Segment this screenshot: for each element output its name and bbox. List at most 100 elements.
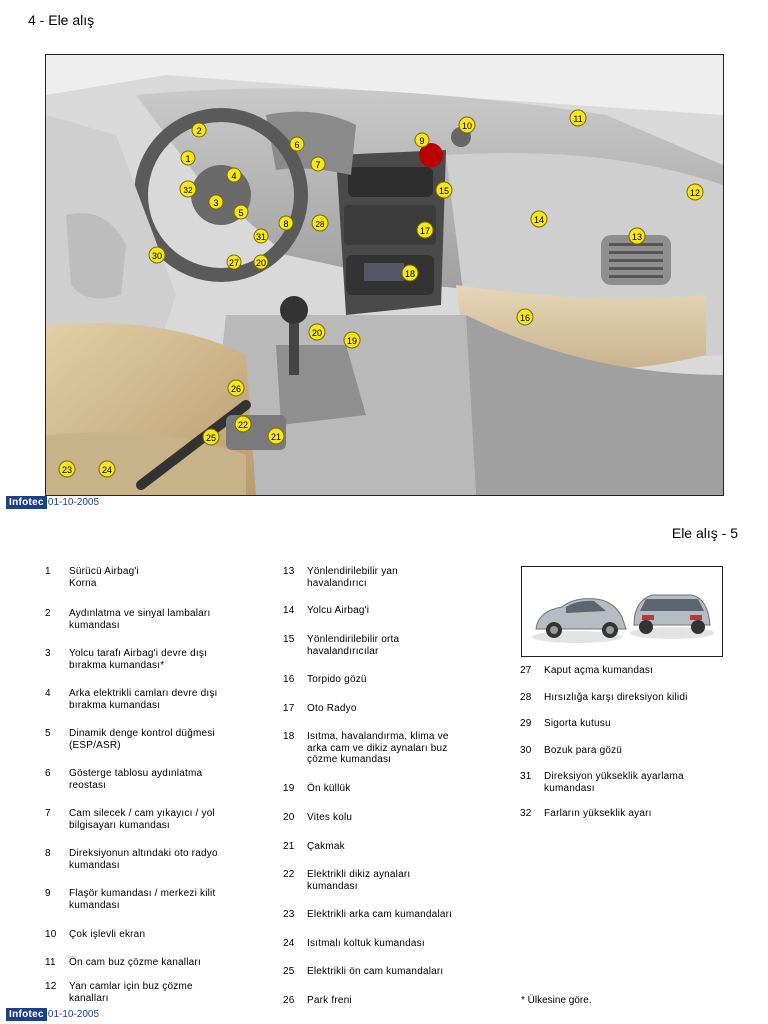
svg-text:25: 25: [206, 433, 216, 443]
callout-marker: 27: [226, 254, 242, 270]
callout-marker: 31: [253, 228, 269, 244]
svg-text:19: 19: [347, 336, 357, 346]
svg-text:21: 21: [271, 432, 281, 442]
page-title-left: 4 - Ele alış: [28, 12, 95, 28]
page-title-right: Ele alış - 5: [671, 525, 738, 541]
brand-badge: Infotec: [6, 1008, 47, 1021]
svg-text:2: 2: [196, 126, 201, 136]
svg-text:20: 20: [256, 258, 266, 268]
callout-marker: 16: [516, 308, 534, 326]
svg-text:3: 3: [213, 198, 218, 208]
callout-marker: 9: [414, 132, 430, 148]
svg-text:13: 13: [632, 232, 642, 242]
svg-text:30: 30: [152, 251, 162, 261]
svg-text:12: 12: [690, 188, 700, 198]
svg-text:28: 28: [316, 220, 325, 229]
callout-marker: 19: [343, 331, 361, 349]
callout-marker: 26: [227, 379, 245, 397]
callout-marker: 21: [267, 427, 285, 445]
svg-text:24: 24: [102, 465, 112, 475]
brand-badge: Infotec: [6, 496, 47, 509]
callout-marker: 32: [179, 180, 197, 198]
svg-text:17: 17: [420, 226, 430, 236]
callout-marker: 2: [191, 122, 207, 138]
svg-text:9: 9: [419, 136, 424, 146]
svg-text:26: 26: [231, 384, 241, 394]
svg-text:1: 1: [185, 154, 190, 164]
car-illustration: [522, 567, 722, 656]
svg-text:16: 16: [520, 313, 530, 323]
svg-text:14: 14: [534, 215, 544, 225]
svg-text:23: 23: [62, 465, 72, 475]
svg-text:6: 6: [294, 140, 299, 150]
svg-text:27: 27: [229, 258, 239, 268]
svg-text:4: 4: [231, 171, 236, 181]
callout-markers: 1 2 3 4 5 6 7 8 9 10 11 12 13 14 15 16 1…: [58, 109, 704, 478]
dashboard-drawing: [46, 55, 723, 495]
callout-marker: 18: [401, 264, 419, 282]
svg-text:11: 11: [573, 114, 582, 124]
footer-date: 01-10-2005: [47, 497, 100, 508]
callout-marker: 7: [310, 156, 326, 172]
footer-date: 01-10-2005: [47, 1009, 100, 1020]
callout-marker: 10: [458, 116, 476, 134]
svg-text:7: 7: [315, 160, 320, 170]
callout-marker: 5: [233, 204, 249, 220]
callout-marker: 6: [289, 136, 305, 152]
callout-marker: 28: [311, 214, 329, 232]
callout-marker: 11: [569, 109, 587, 127]
footer-top: Infotec 01-10-2005: [6, 496, 99, 509]
footnote: * Ülkesine göre.: [521, 995, 592, 1006]
callout-marker: 22: [234, 415, 252, 433]
svg-text:22: 22: [238, 420, 248, 430]
callout-marker: 17: [416, 221, 434, 239]
footer-bottom: Infotec 01-10-2005: [6, 1008, 99, 1021]
svg-text:31: 31: [256, 232, 266, 242]
callout-marker: 20: [308, 323, 326, 341]
callout-marker: 14: [530, 210, 548, 228]
callout-marker: 15: [435, 181, 453, 199]
callout-marker: 20: [253, 254, 269, 270]
svg-text:15: 15: [439, 186, 449, 196]
callout-marker: 13: [628, 227, 646, 245]
callout-marker: 1: [180, 150, 196, 166]
callout-marker: 25: [202, 428, 220, 446]
callout-marker: 23: [58, 460, 76, 478]
svg-text:10: 10: [462, 121, 472, 131]
callout-marker: 3: [208, 194, 224, 210]
callout-marker: 24: [98, 460, 116, 478]
svg-text:32: 32: [184, 186, 193, 195]
svg-text:20: 20: [312, 328, 322, 338]
